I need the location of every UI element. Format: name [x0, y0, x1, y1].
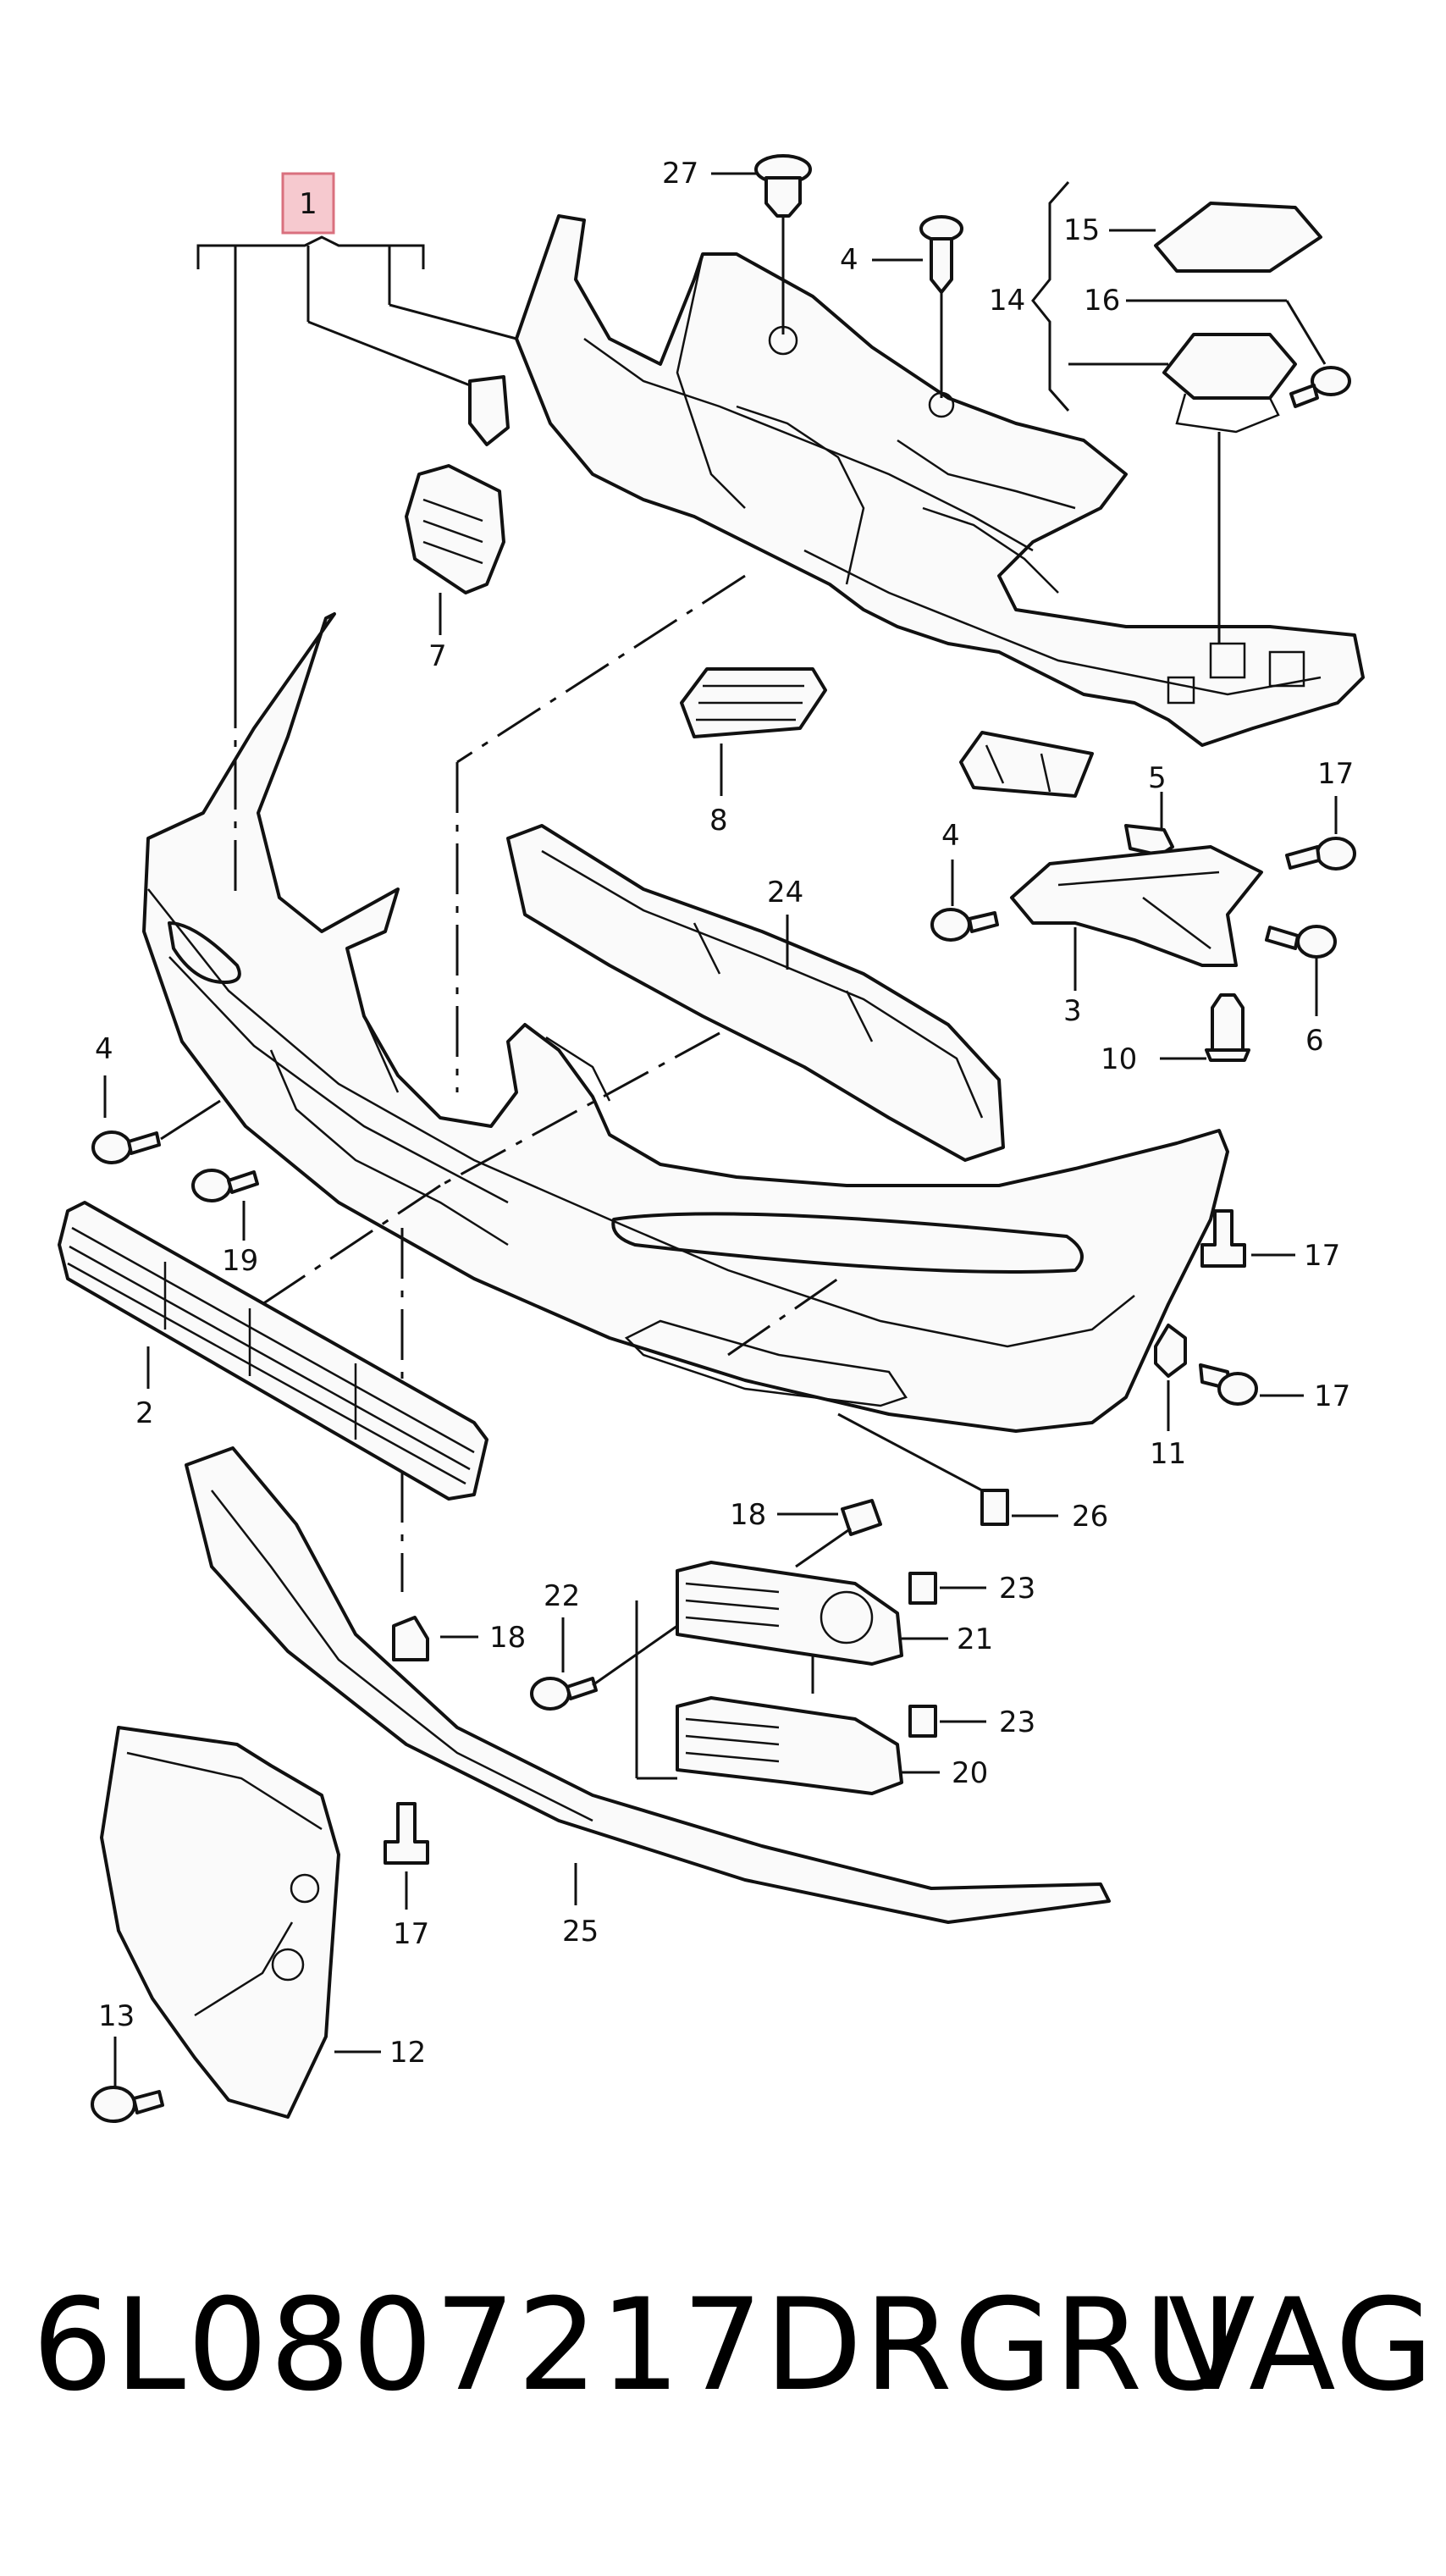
label-15: 15 [1063, 213, 1100, 247]
brand-text: VAG [1168, 2272, 1436, 2419]
label-3: 3 [1063, 994, 1082, 1028]
screw-16[interactable] [1289, 366, 1351, 408]
spoiler-25[interactable]: 25 [185, 1446, 1111, 1949]
label-24: 24 [767, 876, 803, 909]
clip-13[interactable]: 13 [91, 1999, 164, 2123]
mount-bracket-3[interactable]: 5 3 [1010, 761, 1263, 1028]
clip-23-upper[interactable]: 23 [908, 1572, 1035, 1606]
label-18-lower: 18 [489, 1621, 526, 1655]
screw-17-lower-right[interactable]: 17 [1199, 1363, 1350, 1413]
clip-11[interactable]: 11 [1150, 1324, 1187, 1471]
label-23-upper: 23 [999, 1572, 1035, 1606]
label-17-lower-right: 17 [1314, 1379, 1350, 1413]
label-17-mid: 17 [1304, 1239, 1340, 1273]
fog-cover-20[interactable]: 20 [635, 1600, 988, 1795]
part-number-text: 6L0807217DRGRU [32, 2272, 1239, 2419]
bumper-cover [142, 612, 1229, 1433]
label-20: 20 [952, 1756, 988, 1790]
label-7: 7 [428, 639, 447, 673]
clip-10[interactable]: 10 [1101, 993, 1250, 1076]
label-14: 14 [989, 284, 1025, 318]
label-5: 5 [1148, 761, 1167, 795]
clip-18-lower[interactable]: 18 [392, 1616, 526, 1661]
parts-exploded-diagram: 1 27 4 14 [58, 154, 1365, 2123]
screw-4-top[interactable]: 4 [840, 215, 963, 398]
arch-liner-12[interactable]: 12 [100, 1726, 426, 2119]
label-16: 16 [1084, 284, 1120, 318]
screw-6[interactable]: 6 [1265, 925, 1337, 1058]
label-8: 8 [709, 804, 728, 837]
screw-19[interactable]: 19 [191, 1169, 259, 1278]
label-4-top: 4 [840, 243, 858, 277]
screw-17-mid[interactable]: 17 [1200, 1209, 1340, 1273]
label-11: 11 [1150, 1437, 1186, 1471]
label-4-left: 4 [95, 1032, 113, 1066]
screw-22[interactable]: 22 [530, 1579, 678, 1711]
grille-8[interactable]: 8 [680, 667, 827, 837]
clip-26[interactable]: 26 [837, 1412, 1108, 1534]
label-1: 1 [299, 187, 317, 221]
label-18-upper: 18 [730, 1498, 766, 1532]
grille-7[interactable]: 7 [405, 375, 510, 673]
label-19: 19 [222, 1244, 258, 1278]
label-6: 6 [1305, 1024, 1324, 1058]
label-25: 25 [562, 1915, 599, 1949]
energy-absorber-24[interactable]: 24 [506, 824, 1005, 1162]
label-17-upper: 17 [1317, 757, 1354, 791]
screw-4-left[interactable]: 4 [91, 1032, 221, 1164]
screw-17-upper[interactable]: 17 [1285, 757, 1356, 871]
label-26: 26 [1072, 1500, 1108, 1534]
clip-27[interactable]: 27 [662, 154, 812, 334]
label-27: 27 [662, 157, 698, 191]
front-carrier [515, 214, 1365, 747]
label-17-lower: 17 [393, 1917, 429, 1951]
label-4-right: 4 [941, 819, 960, 853]
clip-18-upper[interactable]: 18 [730, 1498, 882, 1568]
label-13: 13 [98, 1999, 135, 2033]
fog-grille-21[interactable]: 21 [676, 1561, 993, 1694]
screw-4-right[interactable]: 4 [930, 819, 999, 942]
callout-1[interactable]: 1 [196, 172, 517, 677]
label-22: 22 [544, 1579, 580, 1613]
lower-grille-2[interactable]: 2 [58, 1201, 488, 1501]
label-12: 12 [389, 2036, 426, 2070]
clip-23-lower[interactable]: 23 [908, 1705, 1035, 1739]
screw-17-lower[interactable]: 17 [384, 1802, 429, 1951]
label-23-lower: 23 [999, 1705, 1035, 1739]
guide-bracket[interactable] [959, 731, 1094, 798]
washer-cover-group-14[interactable]: 14 15 16 [989, 181, 1351, 644]
label-2: 2 [135, 1396, 154, 1430]
label-10: 10 [1101, 1042, 1137, 1076]
label-21: 21 [957, 1622, 993, 1656]
